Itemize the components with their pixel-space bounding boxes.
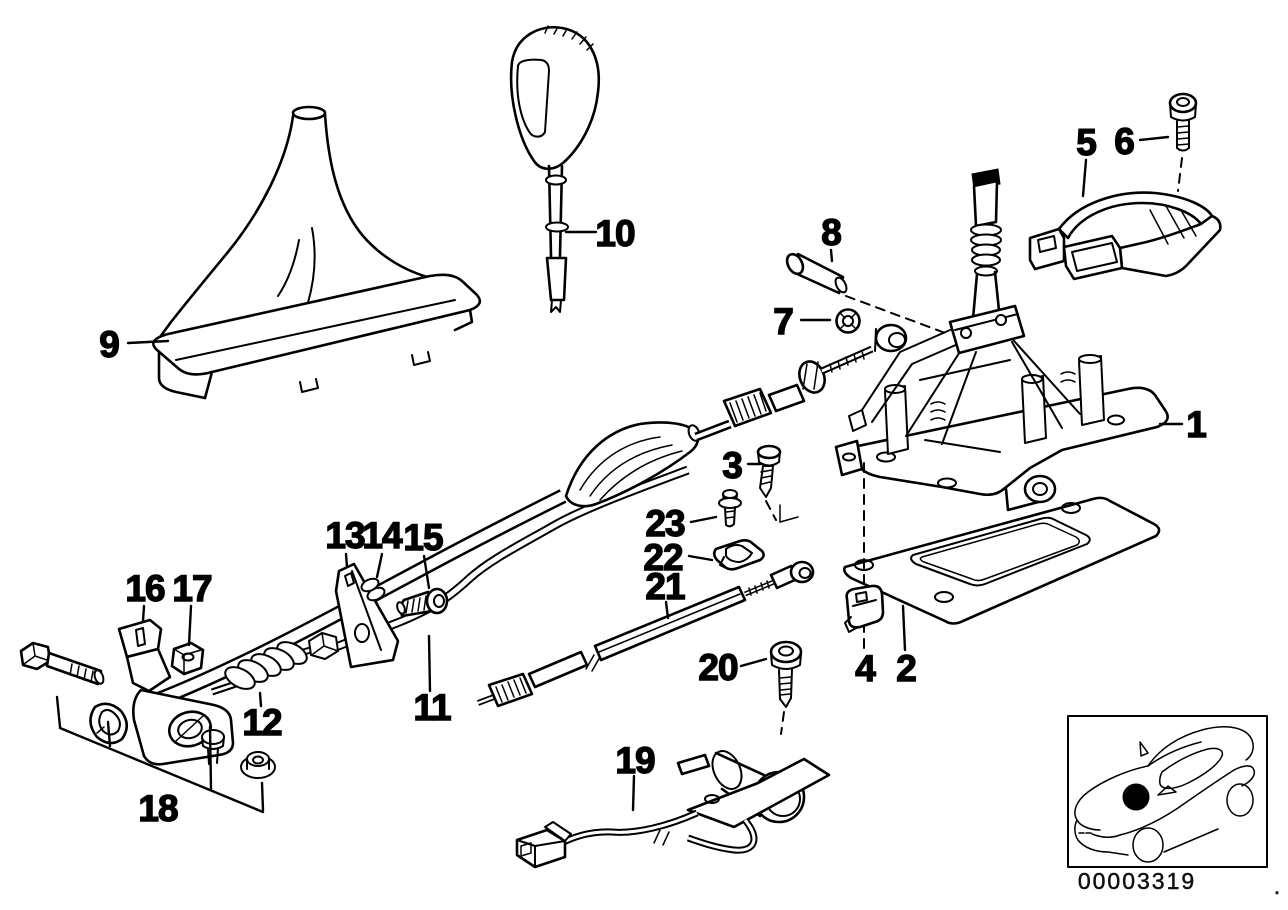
callout-14[interactable]: 14: [362, 514, 405, 556]
part-13-bracket: [334, 562, 400, 669]
callout-leader-lines: [55, 135, 1184, 814]
callout-6[interactable]: 6: [1114, 120, 1136, 162]
part-4-clamp: [844, 584, 885, 633]
part-17-nut: [170, 641, 205, 676]
part-10-shift-knob: [509, 25, 601, 313]
part-19-solenoid: [515, 750, 831, 869]
bmw-coupe-outline-icon: [1074, 726, 1256, 863]
part-12-bellows: [210, 632, 339, 696]
callout-16[interactable]: 16: [125, 567, 167, 609]
part-15-bolt: [396, 587, 449, 618]
part-23-screw: [718, 489, 742, 528]
callout-23[interactable]: 23: [645, 502, 687, 544]
callout-20[interactable]: 20: [698, 646, 740, 688]
callout-9[interactable]: 9: [99, 323, 121, 365]
part-14-spring-washer: [360, 577, 386, 602]
part-11-shift-rod-and-cable: [144, 465, 690, 712]
callout-22[interactable]: 22: [643, 536, 685, 578]
pin-alignment-dash: [845, 295, 949, 335]
callout-3[interactable]: 3: [722, 444, 744, 486]
part-6-screw: [1168, 92, 1198, 192]
callout-19[interactable]: 19: [615, 739, 657, 781]
callout-4[interactable]: 4: [855, 647, 878, 689]
part-8-pin: [785, 252, 848, 295]
callout-11[interactable]: 11: [413, 686, 453, 728]
callout-5[interactable]: 5: [1076, 121, 1098, 163]
callout-13[interactable]: 13: [325, 514, 367, 556]
car-location-thumbnail: [1067, 715, 1268, 868]
callout-8[interactable]: 8: [821, 211, 843, 253]
callout-18[interactable]: 18: [138, 787, 180, 829]
part-2-gasket: [842, 496, 1161, 625]
callout-21[interactable]: 21: [645, 565, 687, 607]
part-7-lock-washer: [835, 308, 861, 334]
callout-7[interactable]: 7: [773, 300, 795, 342]
shift-cable-boot-and-adjuster: [564, 323, 908, 508]
callout-15[interactable]: 15: [403, 516, 445, 558]
part-20-screw: [769, 640, 803, 735]
part-5-cover: [1028, 191, 1222, 281]
callout-12[interactable]: 12: [242, 701, 284, 743]
callout-1[interactable]: 1: [1186, 403, 1208, 445]
footer-dot: .: [1274, 873, 1282, 899]
callout-numbers: 1 2 3 4 5 6 7 8 9 10 11 12 13 14 15 16 1…: [99, 120, 1208, 829]
part-3-screw: [756, 444, 799, 523]
callout-17[interactable]: 17: [172, 567, 214, 609]
part-21-selector-rod: [476, 560, 815, 708]
callout-2[interactable]: 2: [896, 647, 918, 689]
part-16-bracket: [117, 618, 235, 766]
part-9-shift-boot: [152, 105, 482, 400]
diagram-code: 00003319: [1078, 868, 1196, 894]
callout-10[interactable]: 10: [595, 212, 637, 254]
part-location-dot: [1122, 783, 1150, 811]
part-1-shift-assembly: [834, 168, 1169, 512]
part-22-clip: [712, 539, 765, 571]
